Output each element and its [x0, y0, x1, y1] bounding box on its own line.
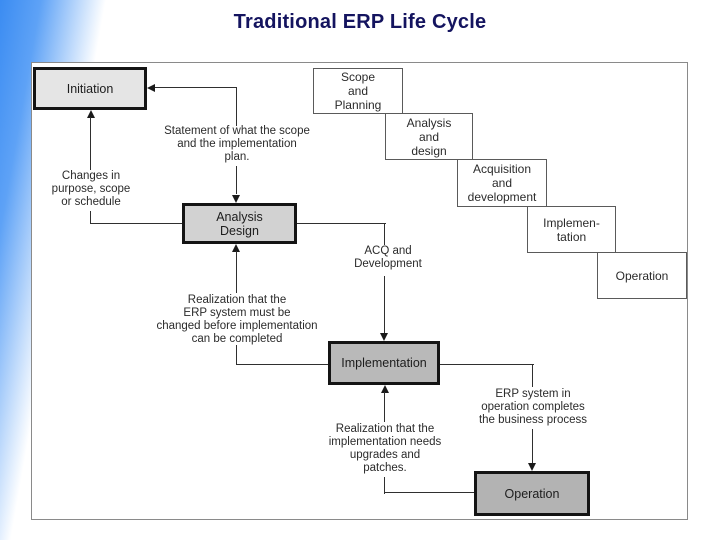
- box-initiation: Initiation: [33, 67, 147, 110]
- box-operation: Operation: [474, 471, 590, 516]
- page-title: Traditional ERP Life Cycle: [233, 11, 487, 33]
- connector-realization2-v2: [384, 477, 386, 494]
- note-realization-change: Realization that the ERP system must be …: [156, 294, 318, 345]
- connector-realization1-h: [236, 364, 328, 366]
- connector-statement-h: [155, 87, 237, 89]
- connector-erp-v1: [532, 364, 534, 387]
- connector-statement-v2: [236, 166, 238, 194]
- connector-erp-h: [440, 364, 534, 366]
- arrow-up-icon: [87, 110, 95, 118]
- diagram-frame: [31, 62, 688, 520]
- note-changes: Changes in purpose, scope or schedule: [51, 170, 131, 208]
- cascade-box-implementation: Implemen- tation: [527, 206, 616, 253]
- note-acq-development: ACQ and Development: [354, 245, 422, 270]
- cascade-box-scope-and-planning: Scope and Planning: [313, 68, 403, 114]
- connector-acq-v2: [384, 276, 386, 334]
- note-statement-scope: Statement of what the scope and the impl…: [164, 125, 310, 163]
- cascade-box-operation: Operation: [597, 252, 687, 299]
- connector-erp-v2: [532, 429, 534, 464]
- connector-changes-v2: [90, 211, 92, 224]
- box-implementation: Implementation: [328, 341, 440, 385]
- note-erp-in-operation: ERP system in operation completes the bu…: [478, 388, 588, 426]
- connector-acq-v1: [384, 223, 386, 245]
- cascade-box-analysis-and-design: Analysis and design: [385, 113, 473, 160]
- arrow-up-icon: [232, 244, 240, 252]
- connector-realization2-v1: [384, 392, 386, 422]
- note-realization-upgrades: Realization that the implementation need…: [328, 423, 442, 474]
- connector-statement-v1: [236, 87, 238, 126]
- arrow-up-icon: [381, 385, 389, 393]
- arrow-down-icon: [380, 333, 388, 341]
- connector-realization1-v1: [236, 251, 238, 293]
- connector-changes-v1: [90, 117, 92, 170]
- arrow-down-icon: [528, 463, 536, 471]
- connector-changes-h: [90, 223, 182, 225]
- arrow-down-icon: [232, 195, 240, 203]
- box-analysis-design: Analysis Design: [182, 203, 297, 244]
- arrow-left-icon: [147, 84, 155, 92]
- cascade-box-acquisition-and-development: Acquisition and development: [457, 159, 547, 207]
- connector-acq-h: [297, 223, 386, 225]
- connector-realization2-h: [384, 492, 475, 494]
- connector-realization1-v2: [236, 345, 238, 365]
